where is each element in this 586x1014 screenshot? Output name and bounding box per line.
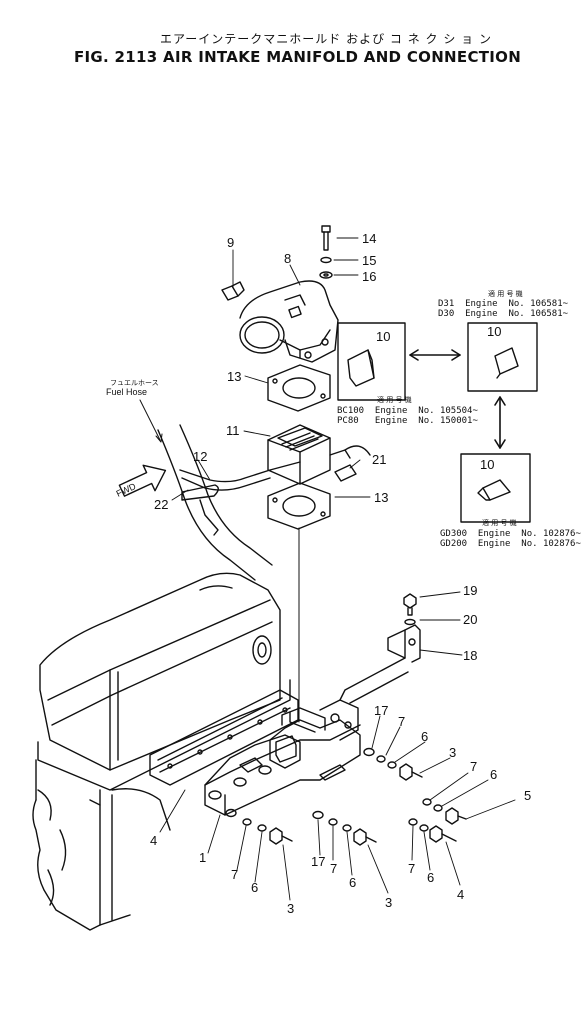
gasket-lower-drawing [267, 482, 331, 530]
callout-7-a: 7 [398, 714, 406, 729]
callout-6-e: 6 [427, 870, 435, 885]
callout-20: 20 [463, 612, 478, 627]
applicability-jp-2: 適 用 号 機 [377, 396, 412, 404]
japanese-title: エアーインテークマニホールド および コ ネ ク シ ョ ン [160, 32, 492, 46]
hardware-drawing [225, 593, 467, 846]
callout-19: 19 [463, 583, 478, 598]
leader-lines [159, 237, 516, 901]
applicability-jp-3: 適 用 号 機 [482, 519, 517, 527]
callout-7-c: 7 [231, 867, 239, 882]
callout-8: 8 [284, 251, 292, 266]
callout-10-left: 10 [376, 329, 391, 344]
intake-manifold-drawing [204, 699, 361, 816]
plug-drawing [221, 281, 245, 301]
callout-17-left: 17 [311, 854, 326, 869]
callout-16: 16 [362, 269, 377, 284]
callout-4: 4 [457, 887, 465, 902]
applicability-gd200: GD200 Engine No. 102876~ [440, 539, 581, 549]
callout-22: 22 [154, 497, 169, 512]
callout-2: 4 [150, 833, 158, 848]
callout-15: 15 [362, 253, 377, 268]
callout-6-a: 6 [421, 729, 429, 744]
applicability-jp-1: 適 用 号 機 [488, 290, 523, 298]
variant-box-bottom [460, 453, 531, 523]
callout-18: 18 [463, 648, 478, 663]
stay-bracket-drawing [339, 624, 421, 704]
callout-7-e: 7 [408, 861, 416, 876]
variant-box-left [337, 322, 406, 401]
fuel-hose-drawing [157, 424, 301, 581]
callout-21: 21 [372, 452, 387, 467]
callout-3-a: 3 [449, 745, 457, 760]
callout-10-right: 10 [487, 324, 502, 339]
callout-6-c: 6 [251, 880, 259, 895]
callout-7-b: 7 [470, 759, 478, 774]
applicability-pc80: PC80 Engine No. 150001~ [337, 416, 478, 426]
callout-13-lower: 13 [374, 490, 389, 505]
callout-5: 5 [524, 788, 532, 803]
callout-1: 1 [199, 850, 207, 865]
applicability-gd300: GD300 Engine No. 102876~ [440, 529, 581, 539]
callout-12: 12 [193, 449, 208, 464]
callout-6-b: 6 [490, 767, 498, 782]
applicability-d31: D31 Engine No. 106581~ [438, 299, 569, 309]
callout-11: 11 [226, 423, 240, 438]
callout-10-bottom: 10 [480, 457, 495, 472]
variant-box-right [467, 322, 538, 392]
fwd-label: FWD [115, 481, 138, 499]
callout-7-d: 7 [330, 861, 338, 876]
intake-connector-drawing [239, 280, 339, 363]
callout-14: 14 [362, 231, 377, 246]
figure-title: FIG. 2113 AIR INTAKE MANIFOLD AND CONNEC… [74, 48, 522, 66]
fuel-hose-label-jp: フュエルホース [110, 379, 159, 387]
terminal-drawing [334, 464, 357, 482]
callout-13-upper: 13 [227, 369, 242, 384]
gasket-upper-drawing [267, 364, 331, 412]
fuel-hose-label: Fuel Hose [106, 387, 148, 397]
applicability-bc100: BC100 Engine No. 105504~ [337, 406, 478, 416]
callout-6-d: 6 [349, 875, 357, 890]
callout-3-c: 3 [385, 895, 393, 910]
bolt-washer-drawing [319, 225, 333, 279]
fwd-arrow [118, 464, 167, 497]
callout-17-right: 17 [374, 703, 389, 718]
engine-block-drawing [32, 572, 299, 931]
callout-9: 9 [227, 235, 235, 250]
applicability-d30: D30 Engine No. 106581~ [438, 309, 569, 319]
heater-drawing [267, 424, 371, 485]
callout-3-b: 3 [287, 901, 295, 916]
